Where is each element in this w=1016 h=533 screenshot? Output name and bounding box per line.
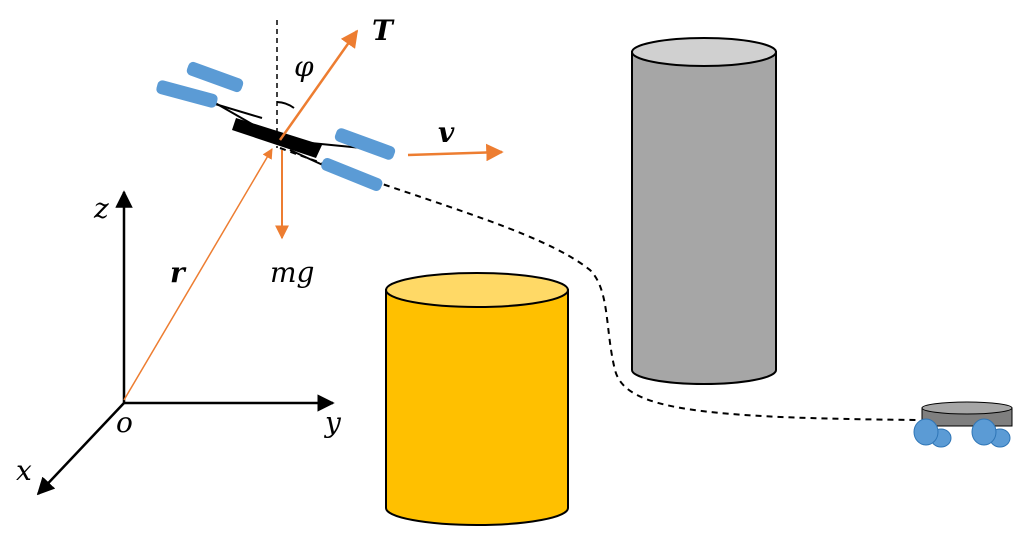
thrust-label: T (372, 14, 395, 47)
gray-cylinder-obstacle (631, 37, 777, 385)
tilt-angle-arc (276, 101, 295, 109)
x-axis (36, 402, 125, 496)
thrust-vector (278, 29, 359, 141)
velocity-vector (407, 143, 504, 162)
velocity-label: v (438, 116, 455, 149)
z-axis-label: z (93, 192, 109, 225)
ground-robot-icon (913, 401, 1013, 448)
coordinate-frame (36, 190, 335, 496)
x-axis-label: x (16, 454, 32, 487)
gravity-label: mg (270, 256, 314, 289)
y-axis-label: y (323, 406, 342, 439)
yellow-cylinder-obstacle (385, 272, 569, 526)
position-vector (123, 148, 273, 401)
position-label: r (170, 256, 187, 289)
quadrotor-drone-icon (156, 61, 396, 191)
tilt-angle-label: φ (294, 50, 314, 83)
origin-label: o (116, 406, 133, 439)
